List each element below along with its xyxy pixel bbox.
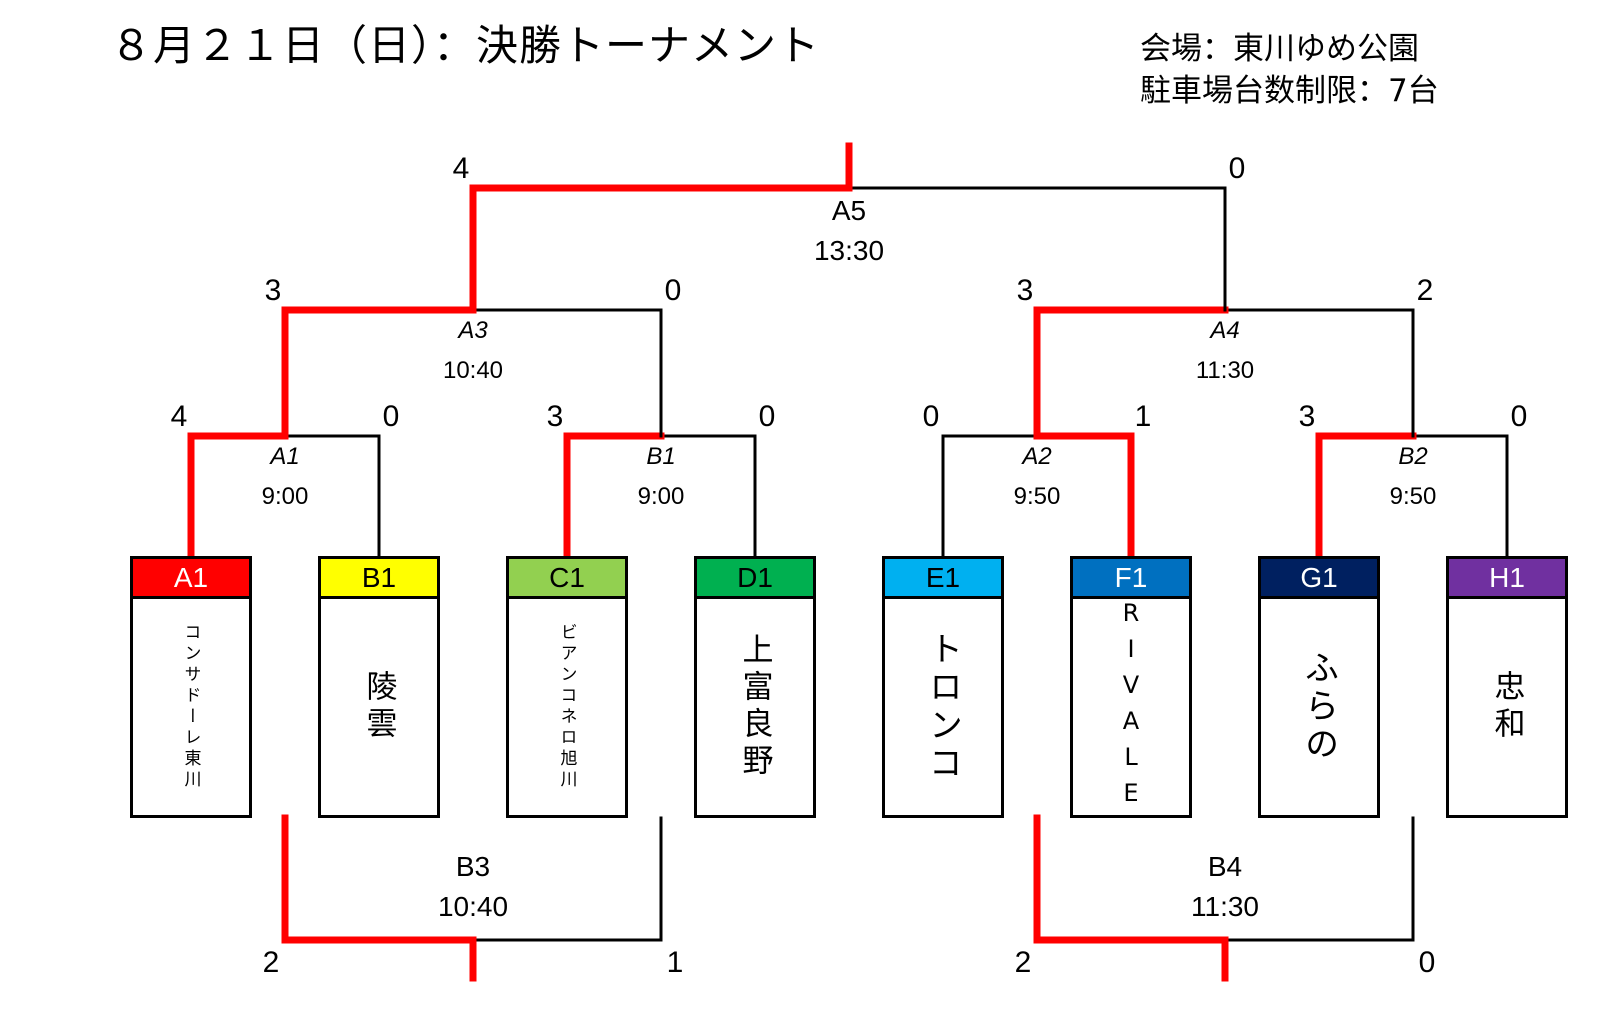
- score-right: 0: [1419, 946, 1436, 979]
- parking-limit: 駐車場台数制限：7台: [1140, 73, 1439, 109]
- score-left: 3: [547, 400, 564, 433]
- team-name: トロンコ: [922, 631, 963, 783]
- team-card-b1: B1 陵雲: [318, 556, 440, 818]
- match-label: B2: [1398, 443, 1427, 470]
- team-card-a1: A1 コンサドーレ東川: [130, 556, 252, 818]
- team-name: コンサドーレ東川: [180, 623, 201, 791]
- venue-name: 会場：東川ゆめ公園: [1140, 31, 1419, 67]
- score-right: 2: [1417, 274, 1434, 307]
- match-time: 9:00: [638, 483, 685, 510]
- score-right: 0: [665, 274, 682, 307]
- team-name: 上富良野: [736, 633, 773, 781]
- team-name: RIVALE: [1117, 599, 1145, 815]
- match-label: A3: [456, 317, 488, 344]
- match-time: 13:30: [814, 235, 884, 266]
- match-label: A4: [1208, 317, 1239, 344]
- match-label: A2: [1020, 443, 1051, 470]
- team-card-g1: G1 ふらの: [1258, 556, 1380, 818]
- score-right: 0: [759, 400, 776, 433]
- team-name-box: 忠和: [1449, 599, 1565, 815]
- team-name-box: 陵雲: [321, 599, 437, 815]
- team-seed: B1: [321, 559, 437, 599]
- team-seed: H1: [1449, 559, 1565, 599]
- score-right: 0: [1511, 400, 1528, 433]
- team-name: ビアンコネロ旭川: [556, 623, 577, 791]
- team-seed: E1: [885, 559, 1001, 599]
- match-time: 10:40: [443, 357, 503, 384]
- team-seed: D1: [697, 559, 813, 599]
- team-name-box: ふらの: [1261, 599, 1377, 815]
- team-name-box: 上富良野: [697, 599, 813, 815]
- team-card-e1: E1 トロンコ: [882, 556, 1004, 818]
- team-name: ふらの: [1298, 650, 1339, 764]
- score-left: 2: [1015, 946, 1032, 979]
- score-right: 0: [383, 400, 400, 433]
- match-time: 9:00: [262, 483, 309, 510]
- team-name: 陵雲: [360, 670, 397, 744]
- score-left: 4: [453, 152, 470, 185]
- match-label: A5: [832, 195, 866, 226]
- team-card-c1: C1 ビアンコネロ旭川: [506, 556, 628, 818]
- match-label: B4: [1208, 851, 1242, 882]
- score-right: 0: [1229, 152, 1246, 185]
- score-left: 0: [923, 400, 940, 433]
- team-card-h1: H1 忠和: [1446, 556, 1568, 818]
- match-time: 11:30: [1196, 357, 1254, 384]
- match-label: B1: [646, 443, 675, 470]
- team-seed: C1: [509, 559, 625, 599]
- match-label: A1: [268, 443, 299, 470]
- match-time: 10:40: [438, 891, 508, 922]
- match-time: 11:30: [1191, 891, 1259, 922]
- team-name-box: トロンコ: [885, 599, 1001, 815]
- score-left: 3: [1017, 274, 1034, 307]
- score-right: 1: [1135, 400, 1152, 433]
- score-left: 3: [1299, 400, 1316, 433]
- match-label: B3: [456, 851, 490, 882]
- team-name-box: コンサドーレ東川: [133, 599, 249, 815]
- match-time: 9:50: [1390, 483, 1437, 510]
- score-left: 3: [265, 274, 282, 307]
- score-left: 2: [263, 946, 280, 979]
- team-seed: F1: [1073, 559, 1189, 599]
- team-name: 忠和: [1488, 670, 1525, 744]
- score-right: 1: [667, 946, 684, 979]
- team-name-box: RIVALE: [1073, 599, 1189, 815]
- team-card-d1: D1 上富良野: [694, 556, 816, 818]
- match-time: 9:50: [1014, 483, 1061, 510]
- team-seed: A1: [133, 559, 249, 599]
- score-left: 4: [171, 400, 188, 433]
- team-seed: G1: [1261, 559, 1377, 599]
- team-name-box: ビアンコネロ旭川: [509, 599, 625, 815]
- venue-info: 会場：東川ゆめ公園 駐車場台数制限：7台: [1140, 28, 1439, 112]
- page-title: ８月２１日（日）：決勝トーナメント: [110, 21, 821, 70]
